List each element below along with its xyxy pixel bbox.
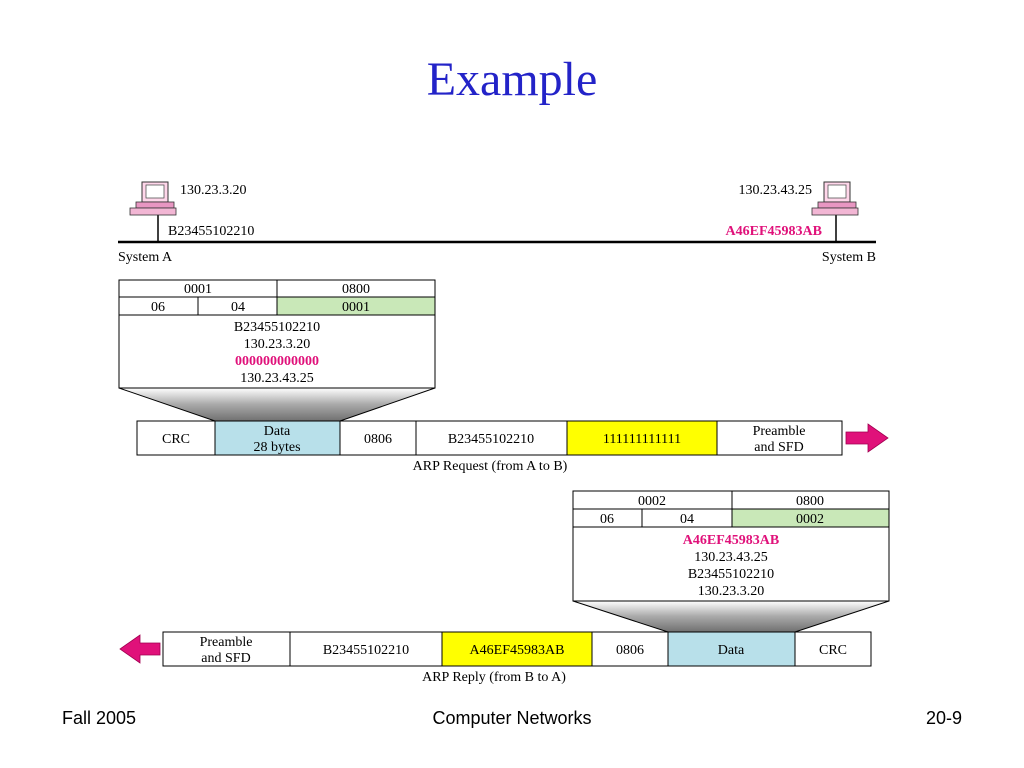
- request-sender-mac: B23455102210: [234, 320, 320, 335]
- reply-data-cell: [667, 631, 796, 667]
- reply-target-ip: 130.23.3.20: [698, 584, 765, 599]
- request-proto-len: 04: [231, 300, 245, 315]
- computer-b-icon: [811, 181, 859, 216]
- reply-sender-mac: A46EF45983AB: [683, 533, 779, 548]
- request-target-mac: 000000000000: [235, 354, 319, 369]
- request-crc: CRC: [162, 432, 190, 447]
- request-type: 0806: [364, 432, 392, 447]
- footer-center: Computer Networks: [432, 708, 592, 728]
- computer-a-icon: [129, 181, 177, 216]
- reply-type: 0806: [616, 643, 644, 658]
- reply-hw-type: 0002: [638, 494, 666, 509]
- reply-data: Data: [718, 643, 745, 658]
- request-arrow-icon: [845, 423, 889, 453]
- system-a-label: System A: [118, 250, 173, 265]
- reply-caption: ARP Reply (from B to A): [422, 670, 566, 685]
- request-dest-cell: [566, 420, 718, 456]
- footer-left: Fall 2005: [62, 708, 137, 728]
- reply-preamble-line1: Preamble: [200, 635, 253, 650]
- system-a-ip: 130.23.3.20: [180, 183, 247, 198]
- reply-sender-ip: 130.23.43.25: [694, 550, 768, 565]
- request-funnel: [118, 387, 436, 422]
- reply-arrow-icon: [119, 634, 161, 664]
- slide-title: Example: [426, 53, 598, 106]
- arp-request-packet: 0001 0800 06 04 0001 B23455102210 130.23…: [118, 279, 436, 389]
- request-preamble-line1: Preamble: [753, 424, 806, 439]
- request-source: B23455102210: [448, 432, 534, 447]
- reply-preamble-line2: and SFD: [201, 651, 250, 666]
- arp-request-frame: CRC Data 28 bytes 0806 B23455102210 1111…: [136, 420, 843, 456]
- reply-operation: 0002: [796, 512, 824, 527]
- system-b-mac: A46EF45983AB: [726, 224, 822, 239]
- request-preamble-line2: and SFD: [754, 440, 803, 455]
- request-data-line1: Data: [264, 424, 291, 439]
- reply-proto-len: 04: [680, 512, 694, 527]
- request-hw-len: 06: [151, 300, 165, 315]
- request-proto-type: 0800: [342, 282, 370, 297]
- reply-proto-type: 0800: [796, 494, 824, 509]
- reply-dest: B23455102210: [323, 643, 409, 658]
- reply-funnel: [572, 600, 890, 633]
- system-a-mac: B23455102210: [168, 224, 254, 239]
- reply-target-mac: B23455102210: [688, 567, 774, 582]
- system-b-label: System B: [822, 250, 876, 265]
- arp-reply-packet: 0002 0800 06 04 0002 A46EF45983AB 130.23…: [572, 490, 890, 602]
- reply-source: A46EF45983AB: [470, 643, 565, 658]
- request-dest: 111111111111: [603, 432, 681, 447]
- reply-crc: CRC: [819, 643, 847, 658]
- request-caption: ARP Request (from A to B): [413, 459, 568, 474]
- request-data-cell: [214, 420, 341, 456]
- request-hw-type: 0001: [184, 282, 212, 297]
- footer-right: 20-9: [925, 708, 962, 728]
- system-b-ip: 130.23.43.25: [739, 183, 813, 198]
- reply-hw-len: 06: [600, 512, 614, 527]
- request-operation: 0001: [342, 300, 370, 315]
- reply-source-cell: [441, 631, 593, 667]
- request-operation-cell: [276, 296, 436, 316]
- request-target-ip: 130.23.43.25: [240, 371, 314, 386]
- request-data-line2: 28 bytes: [253, 440, 300, 455]
- request-sender-ip: 130.23.3.20: [244, 337, 311, 352]
- arp-reply-frame: Preamble and SFD B23455102210 A46EF45983…: [162, 631, 872, 667]
- reply-operation-cell: [731, 508, 890, 528]
